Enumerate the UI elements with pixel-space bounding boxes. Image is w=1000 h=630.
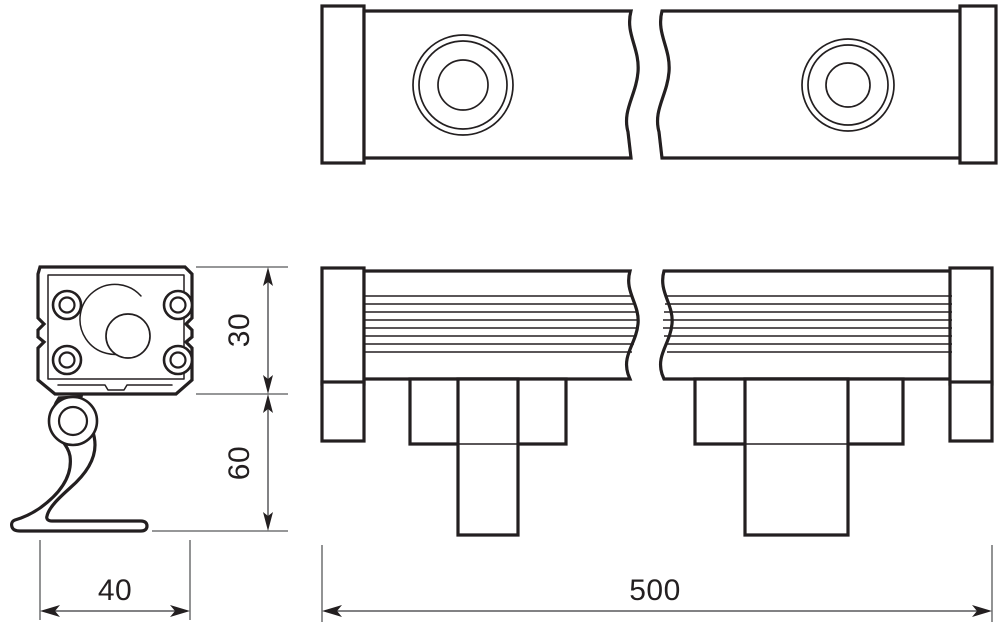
side-view-bolt-bottom-right bbox=[162, 344, 194, 376]
front-view-fins-left bbox=[364, 295, 637, 353]
side-view bbox=[10, 265, 194, 533]
dimension-30: 30 bbox=[223, 267, 273, 394]
dim-60-arrow-top bbox=[263, 394, 273, 413]
dim-60-label: 60 bbox=[223, 446, 256, 480]
front-view-break-line-left bbox=[625, 269, 640, 381]
top-view-break-line-right bbox=[656, 9, 671, 160]
front-view-break-line-right bbox=[659, 269, 674, 381]
dim-500-arrow-right bbox=[972, 605, 992, 617]
side-view-bolt-bottom-left bbox=[51, 344, 83, 376]
front-view-bracket-left bbox=[408, 377, 568, 537]
top-view-right-endcap bbox=[958, 4, 998, 165]
dimension-60: 60 bbox=[223, 394, 273, 531]
dim-30-arrow-top bbox=[263, 267, 273, 286]
top-view bbox=[320, 4, 998, 165]
side-view-face-plate bbox=[47, 274, 185, 380]
lens-inner-ring bbox=[437, 59, 489, 111]
dim-500-arrow-left bbox=[322, 605, 342, 617]
front-view-left-endcap-upper bbox=[320, 266, 366, 386]
lens-inner-ring bbox=[825, 62, 871, 108]
front-view-body-left bbox=[362, 269, 640, 381]
lens-mid-ring bbox=[807, 44, 889, 126]
dimension-500: 500 bbox=[321, 545, 993, 622]
front-view-body-right bbox=[659, 269, 954, 381]
top-view-lens-1 bbox=[412, 34, 514, 136]
side-view-bolt-top-left bbox=[51, 289, 83, 321]
front-view bbox=[320, 266, 994, 537]
bracket-stem bbox=[743, 377, 850, 537]
side-view-pivot-hole bbox=[57, 405, 89, 437]
front-view-left-endcap-lower bbox=[320, 380, 366, 443]
dim-60-arrow-bottom bbox=[263, 512, 273, 531]
front-view-bracket-right bbox=[693, 377, 905, 537]
dim-40-arrow-right bbox=[170, 605, 190, 617]
side-view-bolt-top-right bbox=[162, 289, 194, 321]
side-view-bracket-arm bbox=[10, 395, 149, 533]
side-view-reflector-arc bbox=[79, 283, 142, 356]
bolt-inner bbox=[169, 351, 187, 369]
top-view-lens-2 bbox=[801, 38, 895, 132]
top-view-left-endcap bbox=[320, 4, 366, 165]
front-view-right-endcap-lower bbox=[948, 380, 994, 443]
dimension-40: 40 bbox=[39, 540, 191, 620]
bracket-stem bbox=[456, 377, 520, 537]
bolt-inner bbox=[58, 296, 76, 314]
dim-30-label: 30 bbox=[223, 313, 256, 347]
top-view-break-line-left bbox=[625, 9, 640, 160]
dim-40-arrow-left bbox=[40, 605, 60, 617]
front-view-fins-right bbox=[663, 295, 952, 353]
side-view-bottom-lip bbox=[57, 384, 173, 391]
dim-500-label: 500 bbox=[629, 574, 681, 607]
dim-40-label: 40 bbox=[98, 574, 132, 607]
bolt-inner bbox=[169, 296, 187, 314]
vertical-dimensions: 30 60 bbox=[152, 266, 288, 532]
bolt-inner bbox=[58, 351, 76, 369]
front-view-right-endcap-upper bbox=[948, 266, 994, 386]
side-view-lens bbox=[105, 313, 151, 359]
dim-30-arrow-bottom bbox=[263, 375, 273, 394]
lens-mid-ring bbox=[418, 40, 508, 130]
